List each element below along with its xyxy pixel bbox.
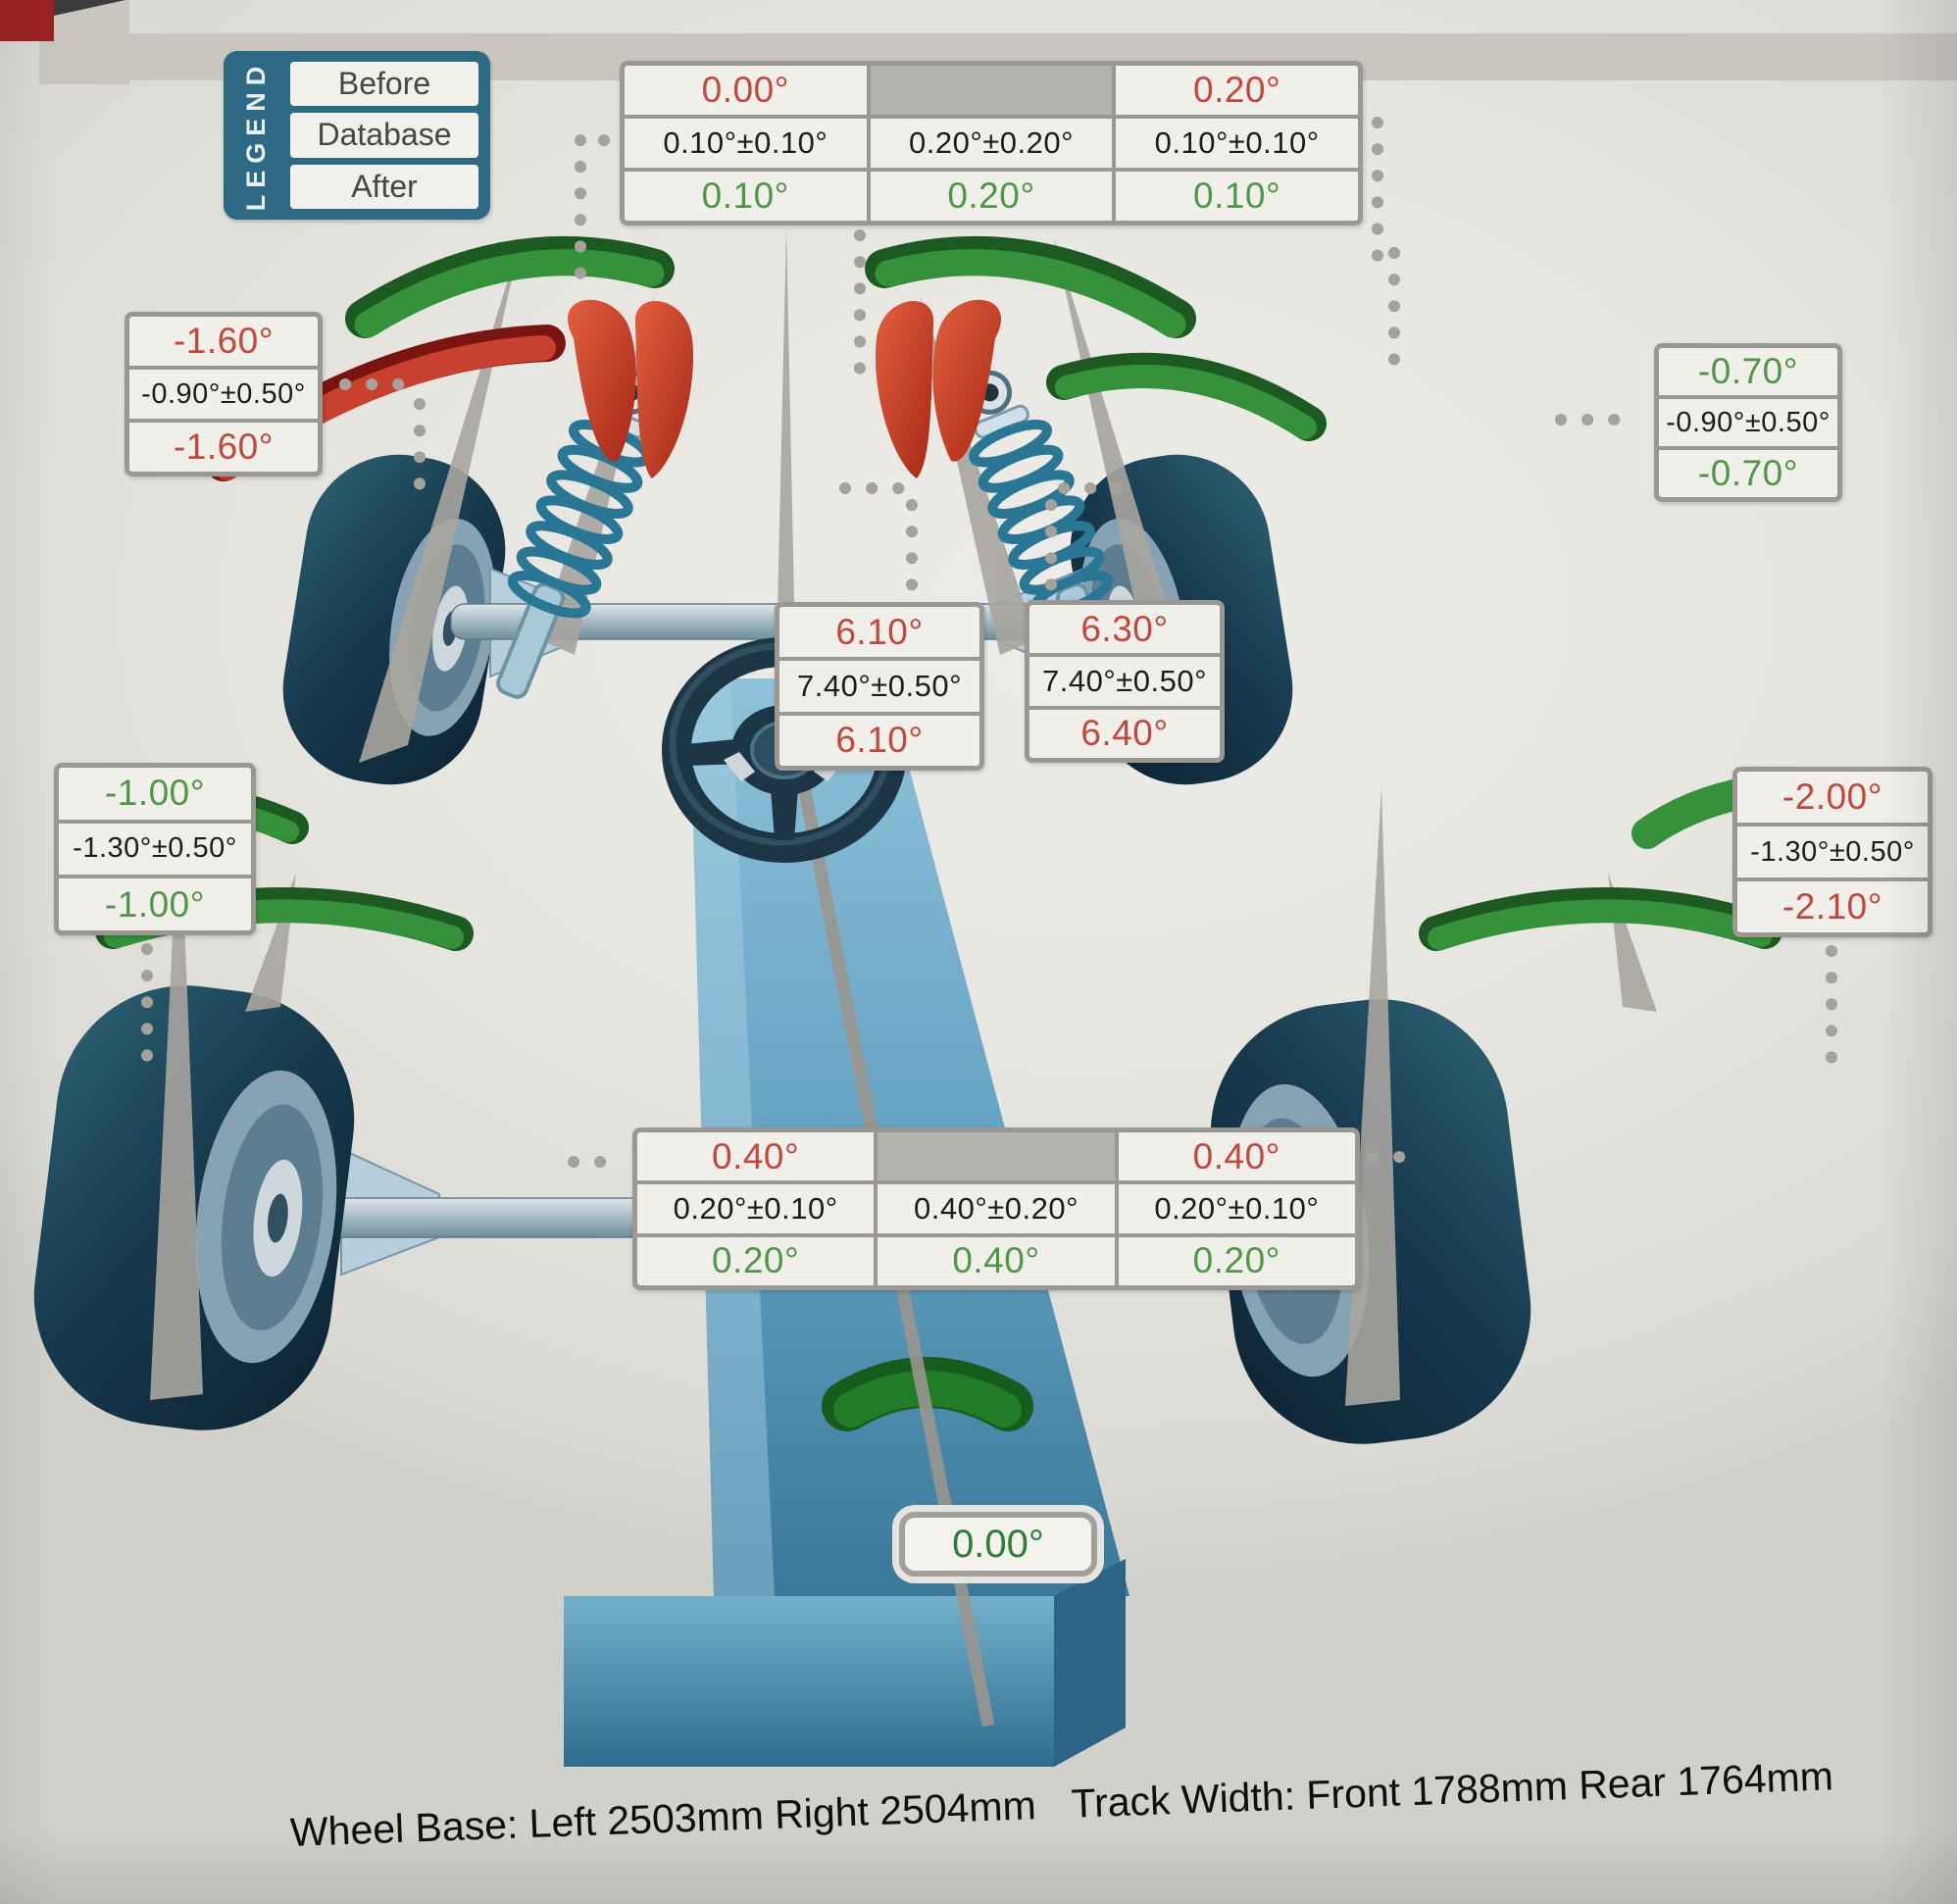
thrust-angle-box: 0.00° xyxy=(899,1512,1097,1577)
rear-right-camber-after: -2.10° xyxy=(1737,881,1928,932)
rear-left-camber-spec: -1.30°±0.50° xyxy=(59,823,251,876)
rear-toe-right-spec: 0.20°±0.10° xyxy=(1118,1184,1355,1233)
rear-toe-left-before: 0.40° xyxy=(637,1132,875,1181)
rear-toe-right-after: 0.20° xyxy=(1118,1236,1355,1285)
rear-left-camber-before: -1.00° xyxy=(59,768,251,820)
front-toe-table: 0.00° 0.20° 0.10°±0.10° 0.20°±0.20° 0.10… xyxy=(620,61,1363,225)
rear-toe-left-after: 0.20° xyxy=(637,1236,875,1285)
right-caster-spec: 7.40°±0.50° xyxy=(1029,657,1220,706)
rear-toe-total-spec: 0.40°±0.20° xyxy=(878,1184,1115,1233)
right-caster-before: 6.30° xyxy=(1029,605,1220,654)
caster-wing-indicators xyxy=(568,299,1001,478)
rear-left-camber-box: -1.00° -1.30°±0.50° -1.00° xyxy=(54,763,256,935)
right-caster-box: 6.30° 7.40°±0.50° 6.40° xyxy=(1025,600,1225,763)
front-toe-total-spec: 0.20°±0.20° xyxy=(870,119,1113,168)
left-caster-box: 6.10° 7.40°±0.50° 6.10° xyxy=(775,602,984,771)
front-toe-total-header xyxy=(870,66,1113,115)
rear-right-camber-spec: -1.30°±0.50° xyxy=(1737,827,1928,877)
left-caster-after: 6.10° xyxy=(779,715,979,766)
front-toe-left-before: 0.00° xyxy=(625,66,867,115)
left-caster-spec: 7.40°±0.50° xyxy=(779,661,979,712)
front-toe-total-after: 0.20° xyxy=(870,172,1113,221)
front-left-camber-box: -1.60° -0.90°±0.50° -1.60° xyxy=(125,312,323,476)
rear-toe-total-header xyxy=(878,1132,1115,1181)
front-right-camber-spec: -0.90°±0.50° xyxy=(1659,399,1837,446)
front-toe-left-after: 0.10° xyxy=(625,172,867,221)
left-caster-before: 6.10° xyxy=(779,607,979,658)
front-toe-right-spec: 0.10°±0.10° xyxy=(1116,119,1358,168)
front-left-camber-after: -1.60° xyxy=(129,423,318,472)
rear-left-camber-after: -1.00° xyxy=(59,878,251,930)
thrust-angle-value: 0.00° xyxy=(952,1522,1044,1566)
rear-right-camber-before: -2.00° xyxy=(1737,772,1928,823)
front-right-camber-before: -0.70° xyxy=(1659,348,1837,395)
legend-title: LEGEND xyxy=(241,59,271,212)
legend-box: LEGEND Before Database After xyxy=(224,51,490,220)
front-toe-left-spec: 0.10°±0.10° xyxy=(625,119,867,168)
right-caster-after: 6.40° xyxy=(1029,709,1220,758)
front-right-camber-box: -0.70° -0.90°±0.50° -0.70° xyxy=(1654,343,1842,502)
rear-right-camber-box: -2.00° -1.30°±0.50° -2.10° xyxy=(1732,767,1932,937)
rear-toe-table: 0.40° 0.40° 0.20°±0.10° 0.40°±0.20° 0.20… xyxy=(632,1127,1360,1290)
legend-row-after: After xyxy=(290,164,478,209)
legend-row-database: Database xyxy=(290,113,478,158)
front-left-camber-spec: -0.90°±0.50° xyxy=(129,370,318,419)
front-toe-right-after: 0.10° xyxy=(1116,172,1358,221)
rear-toe-left-spec: 0.20°±0.10° xyxy=(637,1184,875,1233)
front-left-camber-before: -1.60° xyxy=(129,317,318,366)
front-right-camber-after: -0.70° xyxy=(1659,450,1837,497)
front-toe-right-before: 0.20° xyxy=(1116,66,1358,115)
legend-row-before: Before xyxy=(290,62,478,107)
rear-toe-total-after: 0.40° xyxy=(878,1236,1115,1285)
rear-toe-right-before: 0.40° xyxy=(1118,1132,1355,1181)
